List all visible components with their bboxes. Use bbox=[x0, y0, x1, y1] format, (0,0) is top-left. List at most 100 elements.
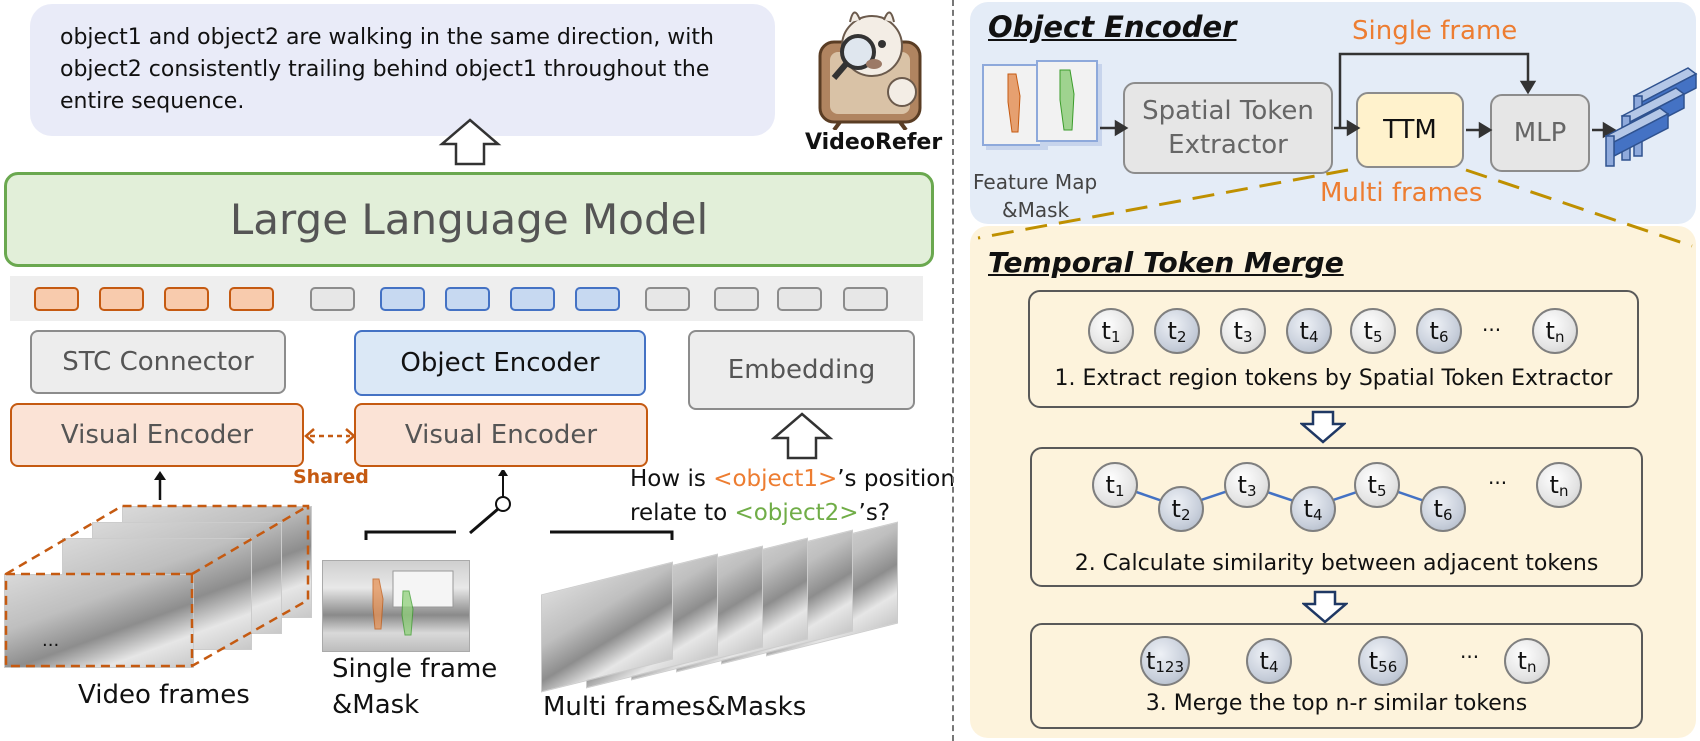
mlp-label: MLP bbox=[1513, 118, 1567, 148]
video-frames-dashed-outline bbox=[4, 504, 310, 668]
down-arrow-step1 bbox=[1300, 410, 1346, 444]
down-arrow-step2 bbox=[1302, 590, 1348, 624]
question-text: relate to bbox=[630, 500, 735, 526]
token-visual bbox=[34, 287, 79, 311]
stc-connector-label: STC Connector bbox=[62, 347, 254, 377]
token-object bbox=[575, 287, 620, 311]
token-visual bbox=[164, 287, 209, 311]
shared-dashed-arrow bbox=[304, 428, 356, 444]
token-sub: 5 bbox=[1372, 328, 1383, 346]
ttm-box: TTM bbox=[1356, 92, 1464, 168]
feature-map-frame bbox=[982, 64, 1044, 146]
token-dots: ··· bbox=[1488, 471, 1508, 495]
multi-frames-stack bbox=[536, 521, 898, 693]
token-sub: 6 bbox=[1442, 506, 1453, 524]
token-t: t bbox=[1299, 317, 1309, 345]
token-text bbox=[843, 287, 888, 311]
token-t: t bbox=[1429, 317, 1439, 345]
token-t: t bbox=[1368, 647, 1379, 675]
zoom-dashed-lines bbox=[977, 168, 1693, 248]
llm-label: Large Language Model bbox=[229, 195, 709, 244]
object2-tag: <object2> bbox=[734, 500, 859, 526]
videorefer-mascot-logo bbox=[810, 2, 930, 132]
visual-encoder-right-box: Visual Encoder bbox=[354, 403, 648, 467]
object1-tag: <object1> bbox=[713, 466, 838, 492]
question-text: How is bbox=[630, 466, 714, 492]
brand-label: VideoRefer bbox=[805, 130, 943, 155]
spatial-label-line2: Extractor bbox=[1168, 130, 1288, 160]
answer-bubble: object1 and object2 are walking in the s… bbox=[30, 4, 775, 136]
single-frame-label-line1: Single frame bbox=[332, 654, 498, 684]
single-frame-label-line2: &Mask bbox=[332, 690, 420, 720]
token-sub: 4 bbox=[1312, 506, 1323, 524]
token-text bbox=[310, 287, 355, 311]
token-sub: 1 bbox=[1110, 328, 1121, 346]
token-sub: 5 bbox=[1376, 482, 1387, 500]
token-visual bbox=[99, 287, 144, 311]
token-t: t bbox=[1259, 647, 1269, 675]
token-t: t bbox=[1433, 495, 1443, 523]
token-sub: n bbox=[1526, 658, 1537, 676]
token-sub: 4 bbox=[1308, 328, 1319, 346]
mlp-box: MLP bbox=[1490, 94, 1590, 172]
feature-map-label-line1: Feature Map bbox=[973, 170, 1098, 194]
token-text bbox=[777, 287, 822, 311]
token-sub: 3 bbox=[1242, 328, 1253, 346]
token-visual bbox=[229, 287, 274, 311]
token-object bbox=[380, 287, 425, 311]
token-t: t bbox=[1303, 495, 1313, 523]
temporal-token-merge-title: Temporal Token Merge bbox=[988, 246, 1344, 279]
video-frames-stack: ... bbox=[4, 500, 312, 670]
token-sub: 123 bbox=[1155, 658, 1185, 676]
token-t: t bbox=[1517, 647, 1527, 675]
input-switch-icon bbox=[364, 470, 674, 540]
question-line2: relate to <object2>’s? bbox=[630, 500, 890, 526]
token-sub: 1 bbox=[1114, 482, 1125, 500]
token-t: t bbox=[1237, 471, 1247, 499]
feature-map-label-line2: &Mask bbox=[1002, 198, 1070, 222]
token-t: t bbox=[1367, 471, 1377, 499]
question-text: ’s? bbox=[858, 500, 891, 526]
token-t: t bbox=[1145, 647, 1156, 675]
embedding-box: Embedding bbox=[688, 330, 915, 410]
multi-frames-flow-label: Multi frames bbox=[1320, 178, 1483, 208]
token-object bbox=[445, 287, 490, 311]
token-sub: n bbox=[1558, 482, 1569, 500]
mask-frame bbox=[1036, 60, 1098, 142]
step3-text: 3. Merge the top n-r similar tokens bbox=[1145, 691, 1528, 716]
token-sub: 3 bbox=[1246, 482, 1257, 500]
token-sub: 56 bbox=[1378, 658, 1398, 676]
token-object bbox=[510, 287, 555, 311]
output-tokens-icon bbox=[1604, 67, 1698, 167]
token-t: t bbox=[1233, 317, 1243, 345]
stc-connector-box: STC Connector bbox=[30, 330, 286, 394]
token-sub: 6 bbox=[1438, 328, 1449, 346]
up-arrow-to-bubble bbox=[438, 118, 502, 166]
visual-encoder-right-label: Visual Encoder bbox=[404, 420, 598, 450]
ttm-label: TTM bbox=[1383, 115, 1437, 145]
question-line1: How is <object1>’s position bbox=[630, 466, 955, 492]
object-encoder-arrows bbox=[1100, 52, 1617, 139]
object-encoder-label: Object Encoder bbox=[400, 348, 600, 378]
video-frames-label: Video frames bbox=[78, 680, 250, 710]
token-t: t bbox=[1171, 495, 1181, 523]
token-text bbox=[714, 287, 759, 311]
